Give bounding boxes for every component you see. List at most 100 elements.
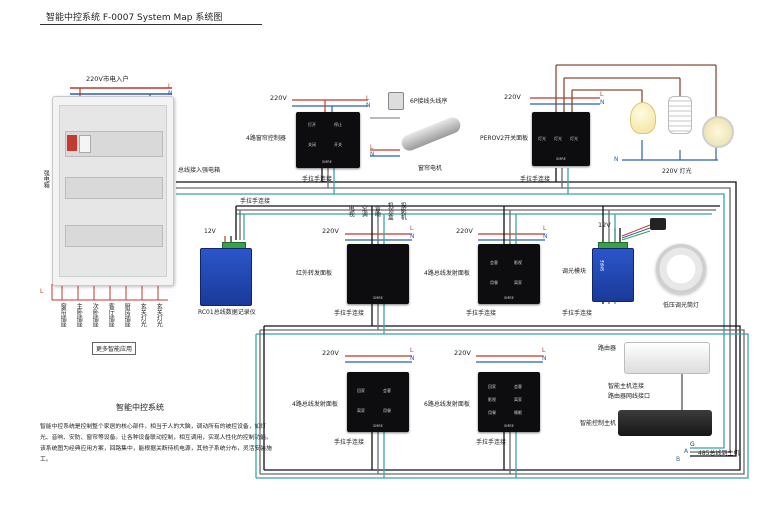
curtain-key[interactable]: 打开: [308, 122, 316, 127]
scene4-key[interactable]: 影视: [514, 260, 522, 265]
perov2-voltage: 220V: [504, 93, 521, 101]
circuit-leads: [51, 284, 168, 301]
rs485-label: 485总线到主机: [698, 450, 740, 457]
dimmer-label: 调光模块: [562, 268, 587, 275]
circuit-l-letter: L: [40, 288, 44, 295]
key6-hand-pull: 手拉手连接: [476, 439, 507, 446]
router-link-2: 路由器网线接口: [608, 393, 651, 400]
ir-n-letter: N: [410, 233, 415, 240]
mains-l-letter: L: [168, 83, 172, 90]
key4-hand-pull: 手拉手连接: [334, 439, 365, 446]
perov2-l-letter: L: [600, 91, 604, 98]
dimmer-voltage: 12V: [598, 221, 611, 229]
rc01-voltage: 12V: [204, 228, 216, 235]
key4-l-letter: L: [410, 347, 414, 354]
curtain-panel-power: [292, 99, 368, 112]
key6-panel: 回家 会客 影视 离家 用餐 睡眠 SMRE: [478, 372, 540, 432]
router-link-1: 智能主机连接: [608, 383, 645, 390]
curtain-l-letter: L: [366, 95, 370, 102]
perov2-hand-pull: 手拉手连接: [520, 176, 551, 183]
host-label: 智能控制主机: [580, 420, 617, 427]
curtain-brand: SMRE: [322, 160, 332, 164]
bottom-row-power: [345, 355, 543, 363]
key4-key[interactable]: 离家: [357, 408, 365, 413]
router-label: 路由器: [598, 345, 617, 352]
lamp-label: 220V 灯光: [662, 168, 692, 175]
curtain-key[interactable]: 开关: [334, 142, 342, 147]
perov2-n-letter: N: [600, 99, 605, 106]
scene4-key[interactable]: 会客: [490, 260, 498, 265]
key6-key[interactable]: 影视: [488, 397, 496, 402]
ir-l-letter: L: [410, 225, 414, 232]
perov2-panel: 灯光 灯光 灯光 SMRE: [532, 112, 590, 166]
key6-key[interactable]: 睡眠: [514, 410, 522, 415]
scene4-hand-pull: 手拉手连接: [466, 310, 497, 317]
distribution-box: [52, 96, 174, 286]
circuit-label: 厨房插座: [123, 303, 131, 327]
low-light-label: 低压调光筒灯: [663, 302, 700, 309]
scene4-voltage: 220V: [456, 227, 473, 235]
ir-hand-pull: 手拉手连接: [334, 310, 365, 317]
bulb-icon: [630, 102, 656, 134]
section-title: 智能中控系统: [116, 403, 164, 412]
page-title: 智能中控系统 F-0007 System Map 系统图: [46, 13, 223, 23]
key4-voltage: 220V: [322, 349, 339, 357]
key4-key[interactable]: 回家: [357, 388, 365, 393]
curtain-panel-label: 4路窗帘控制器: [246, 135, 286, 142]
key4-key[interactable]: 会客: [383, 388, 391, 393]
perov2-brand: SMRE: [556, 157, 566, 161]
ceiling-light-icon: [702, 116, 734, 148]
key4-brand: SMRE: [373, 424, 383, 428]
scene4-n-letter: N: [543, 233, 548, 240]
perov2-key[interactable]: 灯光: [554, 136, 562, 141]
curtain-voltage: 220V: [270, 94, 287, 102]
host-icon: [618, 410, 712, 436]
ir-device-label: 电视: [347, 205, 355, 217]
circuit-label: 玄关灯光: [155, 303, 163, 327]
scene4-panel: 会客 影视 用餐 离家 SMRE: [478, 244, 540, 304]
key6-n-letter: N: [542, 355, 547, 362]
perov2-key[interactable]: 灯光: [538, 136, 546, 141]
key6-label: 6路总线发射面板: [424, 401, 470, 408]
key6-l-letter: L: [542, 347, 546, 354]
title-underline: [40, 24, 262, 25]
scene4-key[interactable]: 离家: [514, 280, 522, 285]
more-apps-box: 更多智能应用: [92, 342, 137, 355]
key6-key[interactable]: 用餐: [488, 410, 496, 415]
circuit-label: 客厅插座: [107, 303, 115, 327]
router-icon: [624, 342, 710, 374]
key6-key[interactable]: 离家: [514, 397, 522, 402]
curtain-key[interactable]: 关闭: [308, 142, 316, 147]
mains-n-letter: N: [168, 90, 173, 97]
curtain-panel: 打开 停止 关闭 开关 SMRE: [296, 112, 360, 168]
connector-plug: [650, 218, 666, 230]
key6-key[interactable]: 会客: [514, 384, 522, 389]
scene4-brand: SMRE: [504, 296, 514, 300]
ir-brand: SMRE: [373, 296, 383, 300]
motor-l-letter: L: [370, 144, 374, 151]
perov2-key[interactable]: 灯光: [570, 136, 578, 141]
downlight-icon: [656, 244, 706, 294]
scene4-key[interactable]: 用餐: [490, 280, 498, 285]
cfl-bulb-icon: [668, 96, 692, 134]
perov2-wiring: [530, 64, 718, 161]
circuit-label: 主卧插座: [75, 303, 83, 327]
curtain-motor-wiring: [370, 117, 400, 157]
curtain-n-letter: N: [366, 102, 371, 109]
scene4-l-letter: L: [543, 225, 547, 232]
ir-voltage: 220V: [322, 227, 339, 235]
motor-n-letter: N: [370, 151, 375, 158]
key4-key[interactable]: 用餐: [383, 408, 391, 413]
dimmer-module: SMRE: [592, 248, 634, 302]
ir-panel-label: 红外转发面板: [296, 270, 333, 277]
curtain-key[interactable]: 停止: [334, 122, 342, 127]
rc01-logger: [200, 248, 252, 306]
key6-key[interactable]: 回家: [488, 384, 496, 389]
ir-device-label: 机顶盒: [386, 202, 394, 220]
ir-device-label: 空调: [360, 205, 368, 217]
curtain-hand-pull: 手拉手连接: [302, 176, 333, 183]
curtain-motor-label: 窗帘电机: [418, 165, 443, 172]
hand-pull-label: 手拉手连接: [240, 198, 271, 205]
lamp-n-letter: N: [614, 156, 619, 163]
